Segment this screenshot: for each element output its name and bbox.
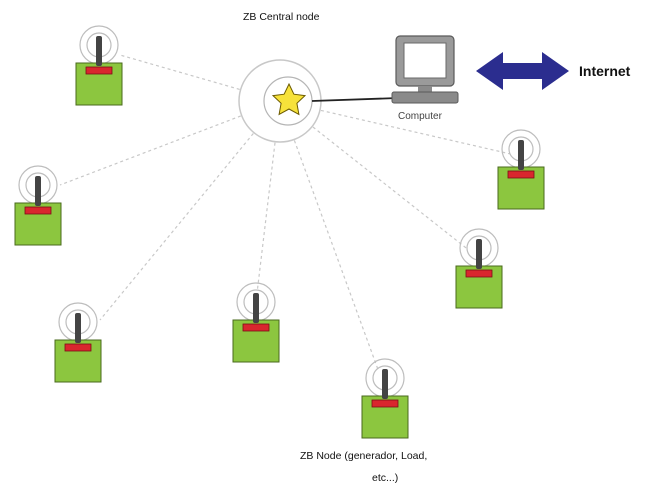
zb-nodes xyxy=(14,25,545,439)
antenna-icon xyxy=(75,313,81,343)
connector-line xyxy=(279,100,516,156)
antenna-icon xyxy=(518,140,524,170)
internet-label: Internet xyxy=(579,63,631,79)
central-to-computer-link xyxy=(311,97,399,102)
antenna-icon xyxy=(382,369,388,399)
node-red-bar xyxy=(64,343,92,352)
connector-lines xyxy=(59,54,516,376)
node-red-bar xyxy=(24,206,52,215)
node-red-bar xyxy=(242,323,270,332)
antenna-icon xyxy=(253,293,259,323)
antenna-icon xyxy=(96,36,102,66)
computer-icon xyxy=(391,35,459,104)
connector-line xyxy=(279,100,381,376)
zb-node xyxy=(54,302,102,383)
zb-node-label-line2: etc...) xyxy=(372,472,398,484)
zb-node xyxy=(232,282,280,363)
antenna-icon xyxy=(476,239,482,269)
zb-node xyxy=(75,25,123,106)
zb-node xyxy=(361,358,409,439)
node-red-bar xyxy=(371,399,399,408)
connector-line xyxy=(254,100,281,311)
zb-node xyxy=(497,129,545,210)
star-icon xyxy=(271,82,307,116)
node-red-bar xyxy=(85,66,113,75)
zb-node-label-line1: ZB Node (generador, Load, xyxy=(300,450,427,462)
node-red-bar xyxy=(465,269,493,278)
node-red-bar xyxy=(507,170,535,179)
double-arrow-icon xyxy=(476,52,569,90)
connector-line xyxy=(119,54,281,102)
computer-label: Computer xyxy=(398,111,443,122)
connector-line xyxy=(99,100,281,321)
zb-node xyxy=(14,165,62,246)
computer-neck xyxy=(418,86,432,92)
antenna-icon xyxy=(35,176,41,206)
central-node-label: ZB Central node xyxy=(243,11,320,23)
central-node xyxy=(238,59,322,143)
computer-screen xyxy=(403,42,447,79)
computer-base xyxy=(391,91,459,104)
zb-node xyxy=(455,228,503,309)
